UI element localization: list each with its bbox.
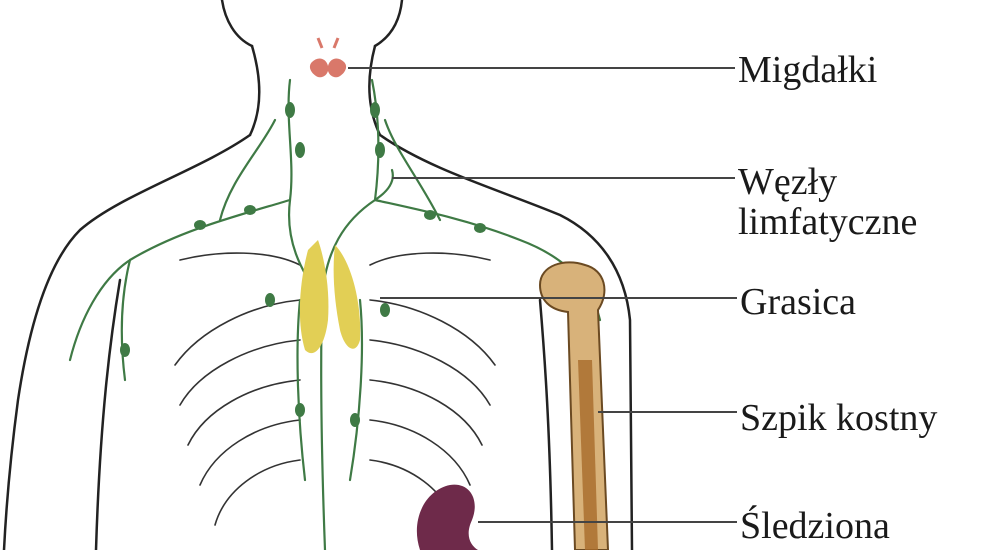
lymph-vessels	[70, 80, 600, 550]
tonsils-organ	[310, 38, 346, 77]
spleen-organ	[417, 485, 478, 550]
label-lymph-nodes: Węzły limfatyczne	[738, 162, 917, 242]
label-spleen: Śledziona	[740, 506, 890, 546]
label-tonsils: Migdałki	[738, 50, 877, 90]
label-lymph-nodes-line2: limfatyczne	[738, 202, 917, 242]
label-lymph-nodes-line1: Węzły	[738, 162, 917, 202]
label-bone-marrow: Szpik kostny	[740, 398, 937, 438]
label-thymus: Grasica	[740, 282, 856, 322]
lymph-node-dots	[120, 102, 486, 427]
